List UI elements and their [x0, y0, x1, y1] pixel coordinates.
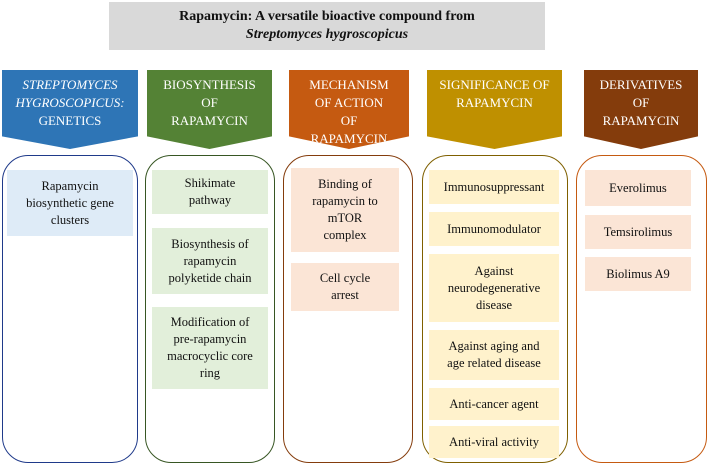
header-line: GENETICS: [38, 113, 102, 128]
item-line: Temsirolimus: [603, 224, 673, 239]
item-cell-cycle-arrest: Cell cycle arrest: [291, 263, 399, 311]
item-line: macrocyclic core: [167, 349, 253, 363]
item-line: Biolimus A9: [606, 266, 670, 281]
item-anti-viral: Anti-viral activity: [429, 426, 559, 458]
item-line: Everolimus: [609, 180, 667, 195]
item-line: arrest: [331, 288, 359, 302]
header-line: OF: [632, 95, 650, 110]
item-line: complex: [323, 228, 367, 242]
item-line: polyketide chain: [168, 270, 252, 285]
item-line: clusters: [50, 212, 90, 227]
diagram-title: Rapamycin: A versatile bioactive compoun…: [109, 2, 545, 50]
item-line: biosynthetic gene: [26, 195, 114, 210]
item-immunomodulator: Immunomodulator: [429, 212, 559, 246]
item-line: Biosynthesis of: [171, 236, 249, 251]
header-significance: SIGNIFICANCE OF RAPAMYCIN: [427, 70, 562, 149]
title-line-2: Streptomyces hygroscopicus: [245, 27, 409, 42]
item-immunosuppressant: Immunosuppressant: [429, 170, 559, 204]
header-line: MECHANISM: [309, 77, 389, 92]
item-gene-clusters: Rapamycin biosynthetic gene clusters: [7, 170, 133, 236]
item-line: Anti-cancer agent: [449, 396, 539, 411]
item-line: Immunomodulator: [447, 221, 541, 236]
item-line: Rapamycin: [41, 178, 99, 193]
item-mtor-binding: Binding of rapamycin to mTOR complex: [291, 168, 399, 252]
title-line-1: Rapamycin: A versatile bioactive compoun…: [179, 9, 475, 24]
header-mechanism: MECHANISM OF ACTION OF RAPAMYCIN: [289, 70, 409, 149]
header-line: RAPAMYCIN: [171, 113, 248, 128]
item-line: Cell cycle: [319, 271, 371, 285]
header-line: OF ACTION: [314, 95, 384, 110]
header-line: OF: [201, 95, 218, 110]
item-line: mTOR: [327, 211, 363, 225]
panel-significance: Immunosuppressant Immunomodulator Agains…: [422, 155, 568, 463]
panel-mechanism: Binding of rapamycin to mTOR complex Cel…: [283, 155, 413, 463]
header-line: OF: [340, 113, 358, 128]
item-line: pre-rapamycin: [173, 332, 247, 346]
header-line: DERIVATIVES: [599, 77, 683, 92]
panel-biosynthesis: Shikimate pathway Biosynthesis of rapamy…: [145, 155, 275, 463]
item-line: Immunosuppressant: [443, 179, 545, 194]
header-line: HYGROSCOPICUS:: [15, 95, 125, 110]
header-genetics: STREPTOMYCES HYGROSCOPICUS: GENETICS: [2, 70, 138, 149]
item-line: rapamycin to: [312, 194, 378, 208]
header-line: SIGNIFICANCE OF: [439, 77, 550, 92]
header-line: RAPAMYCIN: [602, 113, 680, 128]
item-line: Against aging and: [448, 339, 540, 353]
item-line: Shikimate: [184, 176, 236, 190]
item-biolimus-a9: Biolimus A9: [585, 257, 691, 291]
item-anti-cancer: Anti-cancer agent: [429, 388, 559, 420]
item-line: neurodegenerative: [447, 280, 541, 295]
item-line: Against: [474, 263, 514, 278]
panel-genetics: Rapamycin biosynthetic gene clusters: [2, 155, 138, 463]
item-line: age related disease: [447, 356, 541, 370]
header-line: BIOSYNTHESIS: [163, 77, 256, 92]
item-aging: Against aging and age related disease: [429, 330, 559, 380]
item-line: Binding of: [318, 177, 372, 191]
item-polyketide-chain: Biosynthesis of rapamycin polyketide cha…: [152, 228, 268, 294]
panel-derivatives: Everolimus Temsirolimus Biolimus A9: [576, 155, 707, 463]
header-line: RAPAMYCIN: [310, 131, 388, 146]
item-line: disease: [475, 297, 513, 312]
item-shikimate-pathway: Shikimate pathway: [152, 170, 268, 214]
header-derivatives: DERIVATIVES OF RAPAMYCIN: [584, 70, 698, 149]
item-line: ring: [199, 366, 221, 380]
item-macrocyclic-core: Modification of pre-rapamycin macrocycli…: [152, 307, 268, 389]
item-line: Modification of: [170, 315, 250, 329]
header-line: STREPTOMYCES: [22, 77, 118, 92]
header-line: RAPAMYCIN: [456, 95, 533, 110]
item-line: Anti-viral activity: [449, 434, 539, 449]
header-biosynthesis: BIOSYNTHESIS OF RAPAMYCIN: [147, 70, 272, 149]
item-temsirolimus: Temsirolimus: [585, 215, 691, 249]
item-line: pathway: [188, 193, 232, 207]
item-neurodegenerative: Against neurodegenerative disease: [429, 254, 559, 322]
item-everolimus: Everolimus: [585, 170, 691, 206]
item-line: rapamycin: [183, 253, 237, 268]
